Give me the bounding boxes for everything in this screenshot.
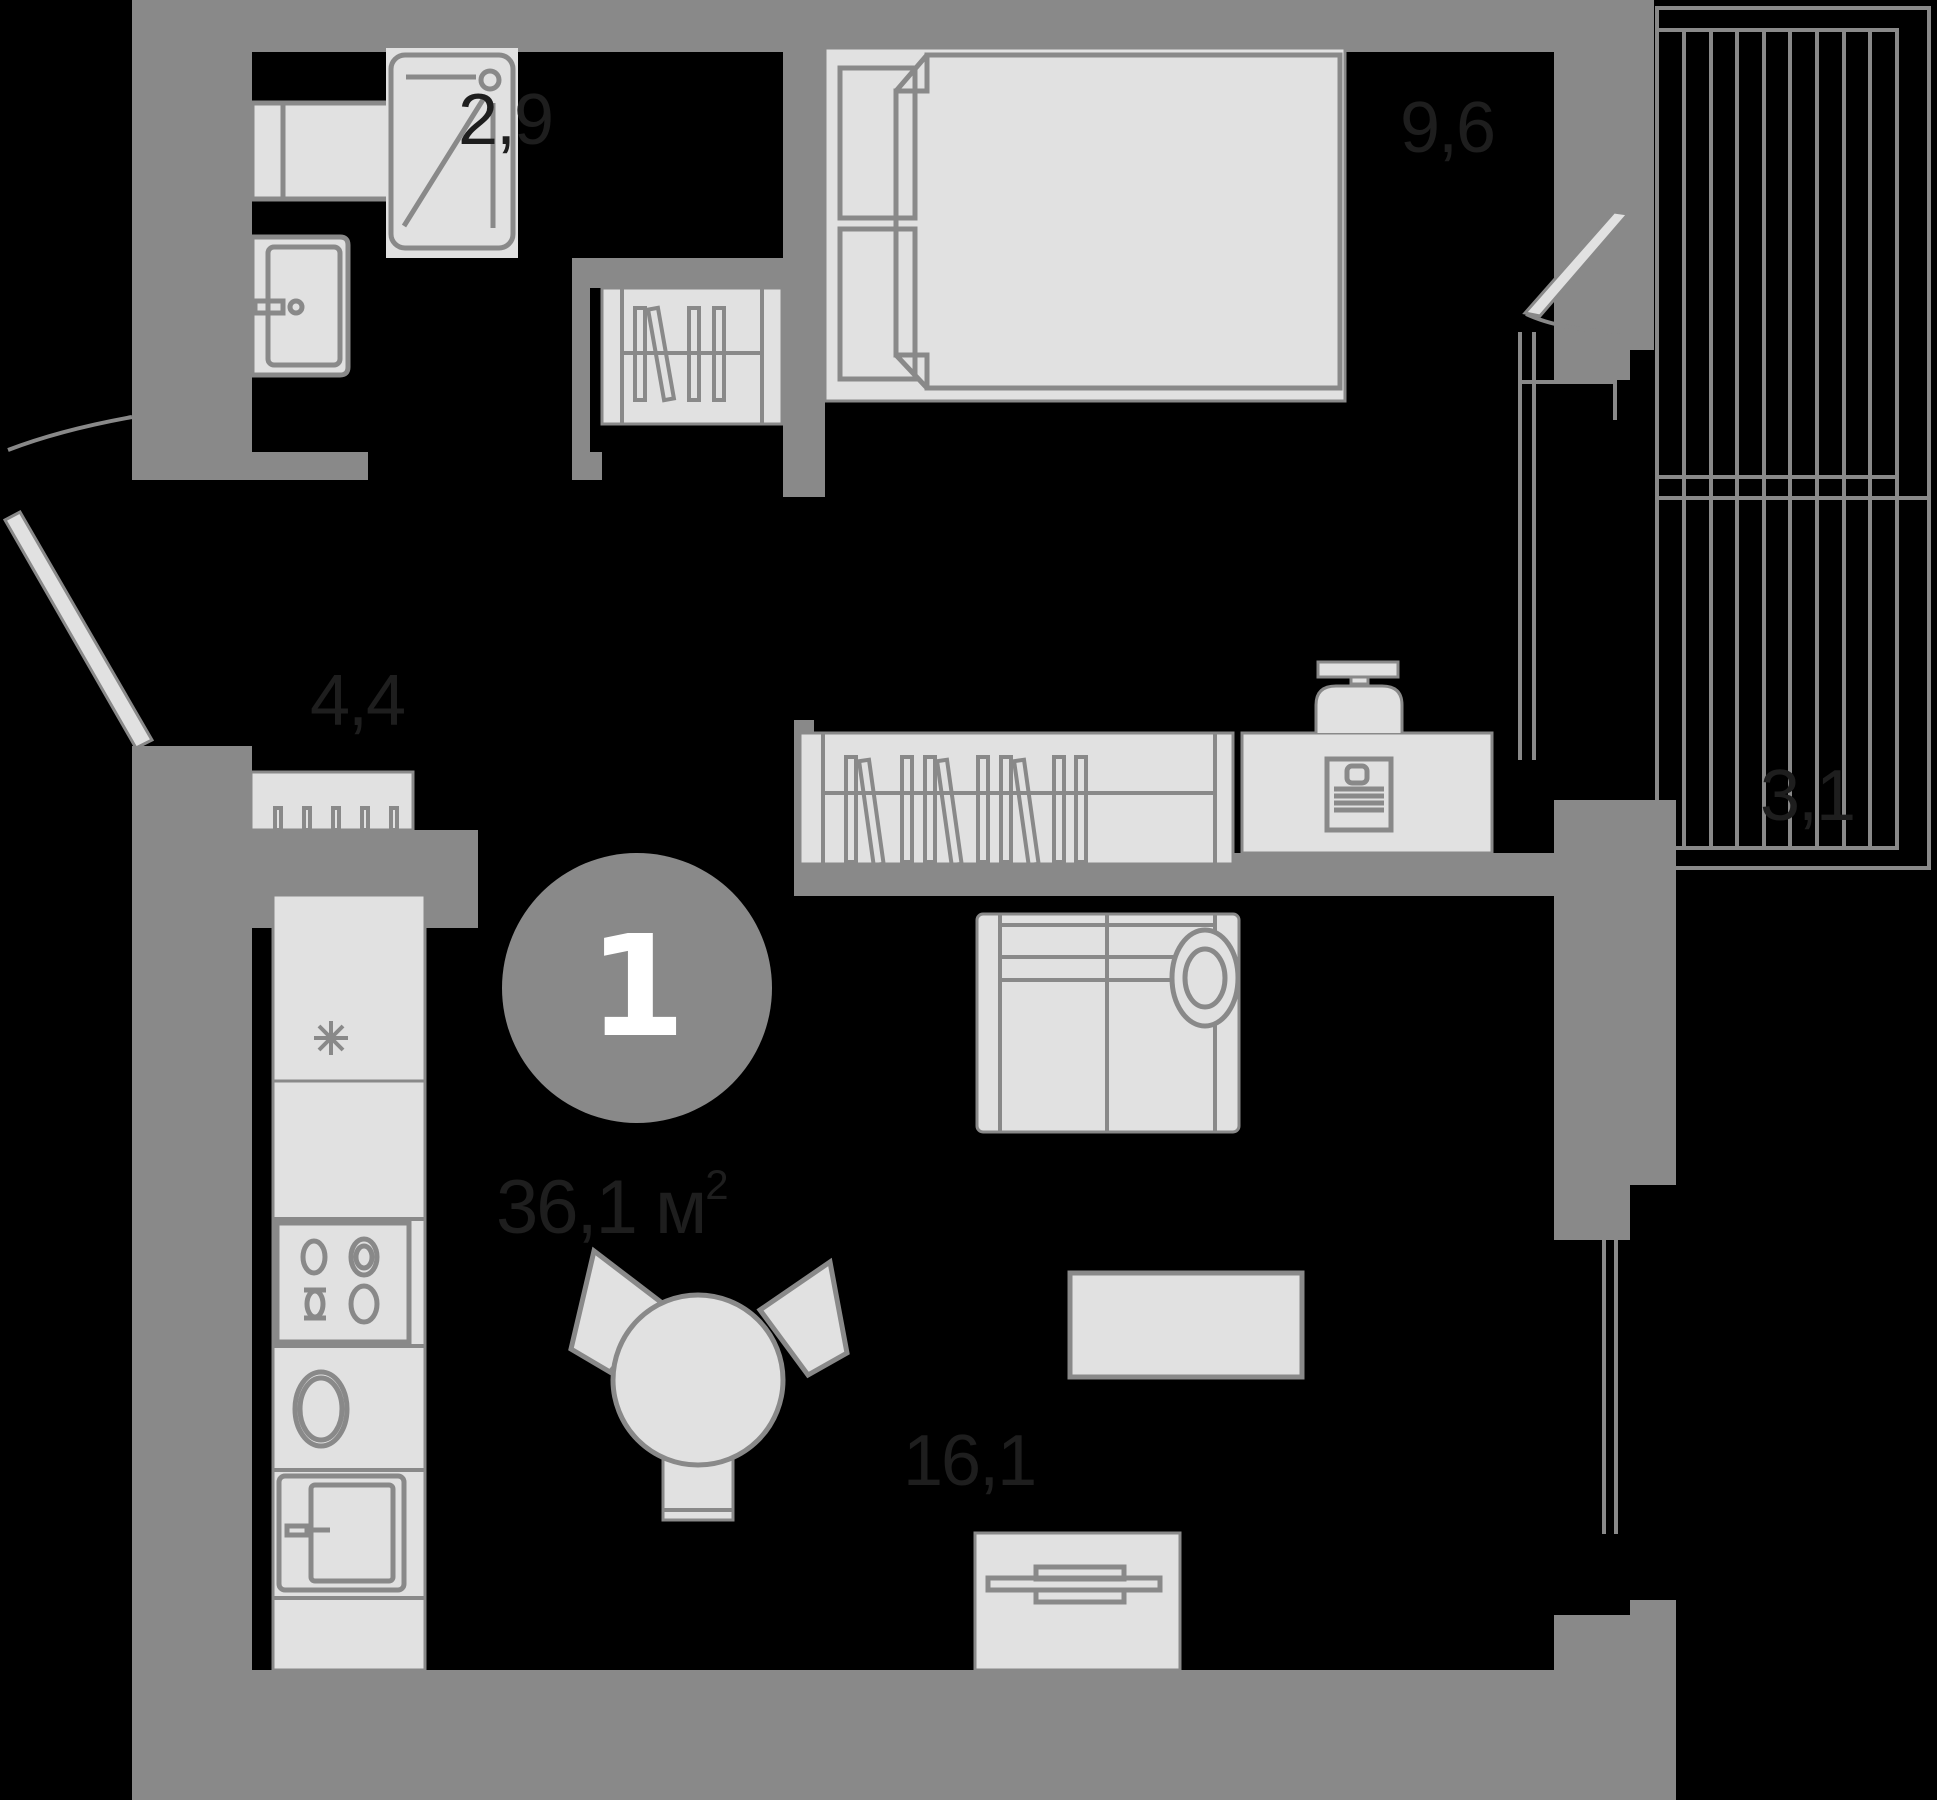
window-right — [1602, 1177, 1618, 1534]
cooktop — [273, 1217, 425, 1348]
bookshelf — [798, 731, 1235, 868]
room-area-balcony: 3,1 — [1760, 756, 1856, 836]
room-area-hallway: 4,4 — [310, 661, 406, 741]
walls — [132, 0, 1676, 1800]
wardrobe-small — [600, 286, 784, 426]
washing-machine — [273, 1369, 425, 1472]
total-area-unit: м — [655, 1165, 707, 1250]
floor-lamp — [1169, 927, 1241, 1029]
balcony — [1655, 6, 1931, 870]
coffee-table — [1067, 1270, 1305, 1380]
dining-table — [568, 1246, 850, 1522]
total-area: 36,1 м2 — [496, 1163, 729, 1246]
office-chair — [1314, 660, 1404, 733]
total-area-value: 36,1 — [496, 1165, 638, 1250]
room-area-bedroom: 9,6 — [1400, 88, 1496, 168]
kitchen-sink — [273, 1473, 425, 1600]
total-area-unit-power: 2 — [705, 1160, 728, 1208]
coat-rack — [249, 770, 415, 832]
floor-lamp-icon — [1392, 929, 1496, 1047]
desk — [1240, 731, 1494, 855]
washbasin — [249, 234, 351, 378]
room-area-bathroom: 2,9 — [458, 80, 554, 160]
balcony-door — [1518, 210, 1631, 760]
entrance-door — [2, 415, 155, 750]
double-bed — [823, 46, 1347, 403]
rooms-count-badge: 1 — [502, 853, 772, 1123]
tv-stand — [973, 1531, 1182, 1672]
room-area-kitchen-living: 16,1 — [903, 1421, 1037, 1501]
shower-tray — [386, 48, 518, 258]
rooms-count: 1 — [588, 906, 686, 1069]
fridge — [271, 893, 427, 1083]
